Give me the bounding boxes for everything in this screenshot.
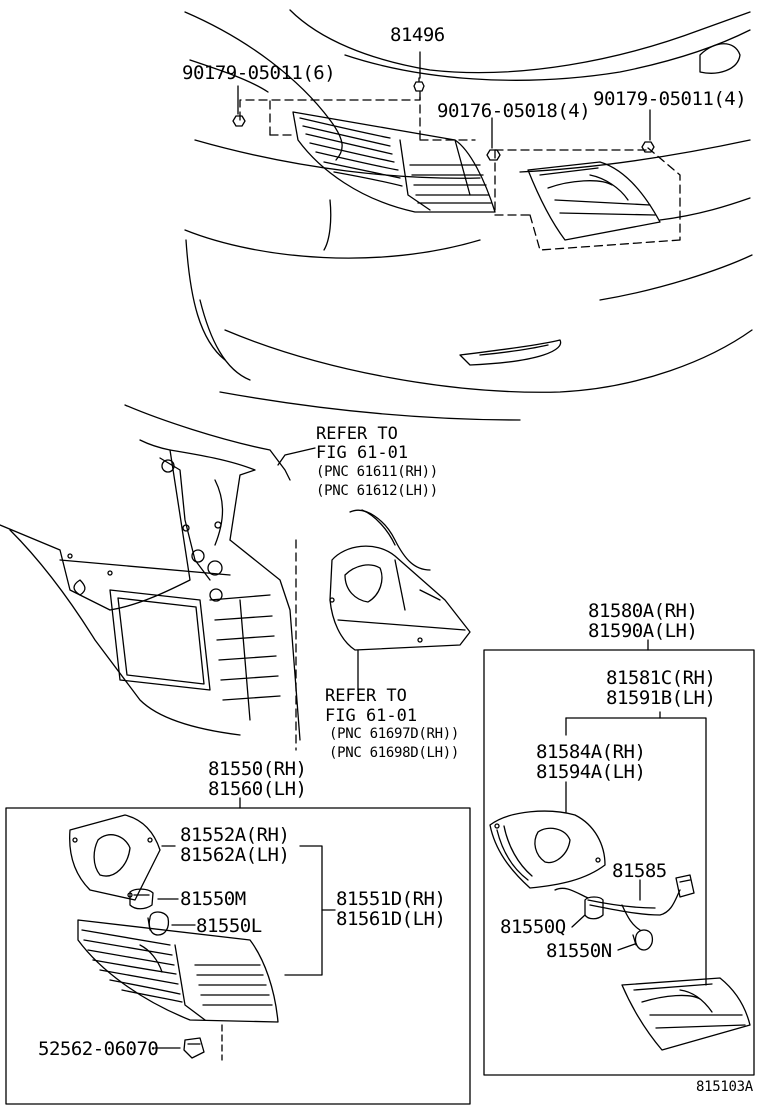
part-number-81591b-lh: 81591B(LH) (606, 687, 716, 709)
wiring-harness-81585 (554, 874, 695, 931)
quarter-inner-bracket (329, 509, 471, 651)
socket-81550q (584, 896, 604, 920)
part-number-81550n: 81550N (546, 940, 612, 962)
leader-81581c (565, 711, 707, 986)
part-number-81550l: 81550L (196, 915, 262, 937)
upper-tail-lamp-outer (292, 111, 496, 213)
part-number-81550q: 81550Q (500, 916, 566, 938)
refer-upper-line3: (PNC 61611(RH)) (316, 464, 438, 480)
refer-lower-line3: (PNC 61697D(RH)) (329, 726, 460, 742)
quarter-panel (0, 404, 301, 741)
leader-81550n (617, 943, 636, 951)
part-number-81550m: 81550M (180, 888, 246, 910)
gasket-81552a (69, 814, 161, 901)
refer-lower-line1: REFER TO (325, 686, 407, 706)
leader-81550q (571, 914, 586, 928)
clip-52562-06070 (183, 1037, 205, 1059)
part-number-81580a-rh: 81580A(RH) (588, 600, 698, 622)
part-number-81496: 81496 (390, 24, 445, 46)
part-number-81560-lh: 81560(LH) (208, 778, 307, 800)
refer-lower-line4: (PNC 61698D(LH)) (329, 745, 460, 761)
upper-mounting-dashed-lines (239, 91, 681, 251)
left-assembly-box (5, 797, 471, 1105)
socket-81550m (129, 888, 154, 910)
part-number-90179-05011-4: 90179-05011(4) (593, 88, 747, 110)
upper-leader-lines (237, 51, 651, 149)
part-number-90176-05018-4: 90176-05018(4) (437, 100, 591, 122)
part-number-90179-05011-6: 90179-05011(6) (182, 62, 336, 84)
upper-fastener-icons (232, 77, 655, 161)
refer-upper-line4: (PNC 61612(LH)) (316, 483, 438, 499)
refer-lower-line2: FIG 61-01 (325, 706, 418, 726)
refer-upper-line2: FIG 61-01 (316, 443, 409, 463)
vehicle-rear-body (184, 9, 753, 421)
part-number-81585: 81585 (612, 860, 667, 882)
refer-upper-line1: REFER TO (316, 424, 398, 444)
bulb-81550n (632, 929, 654, 951)
part-number-81581c-rh: 81581C(RH) (606, 667, 716, 689)
inner-lamp-housing (489, 810, 606, 889)
part-number-52562-06070: 52562-06070 (38, 1038, 159, 1060)
part-number-81590a-lh: 81590A(LH) (588, 620, 698, 642)
part-number-81550-rh: 81550(RH) (208, 758, 307, 780)
part-number-81561d-lh: 81561D(LH) (336, 908, 446, 930)
inner-lamp-lens (621, 977, 751, 1051)
upper-tail-lamp-inner (527, 161, 661, 241)
part-number-81552a-rh: 81552A(RH) (180, 824, 290, 846)
figure-code: 815103A (696, 1079, 753, 1095)
part-number-81562a-lh: 81562A(LH) (180, 844, 290, 866)
part-number-81594a-lh: 81594A(LH) (536, 761, 646, 783)
leader-81551d (284, 845, 336, 976)
part-number-81551d-rh: 81551D(RH) (336, 888, 446, 910)
bulb-81550l (147, 911, 170, 936)
lower-tail-lamp (77, 919, 279, 1023)
right-assembly-box (483, 639, 755, 1076)
refer-upper-pointer (277, 447, 316, 466)
part-number-81584a-rh: 81584A(RH) (536, 741, 646, 763)
